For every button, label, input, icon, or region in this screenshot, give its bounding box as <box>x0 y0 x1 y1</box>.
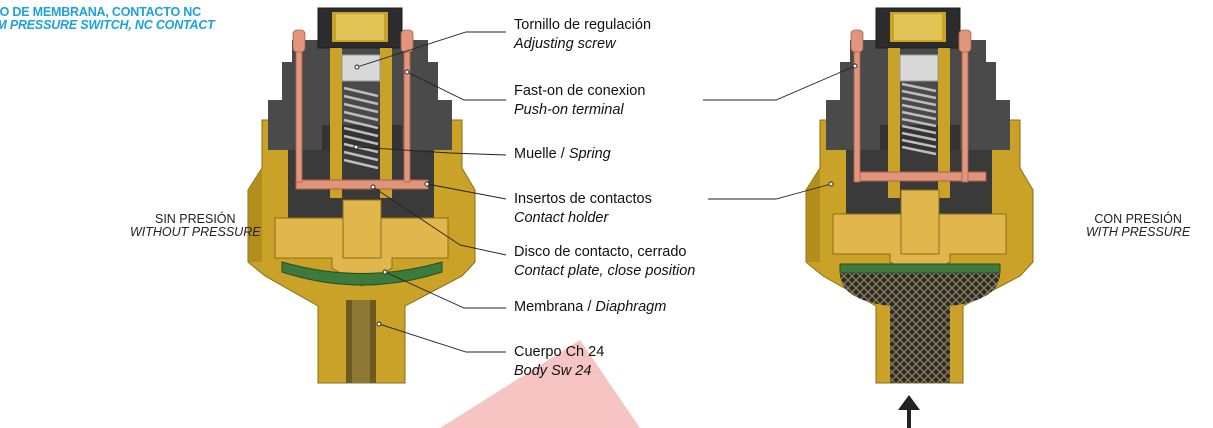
left-switch <box>247 7 476 384</box>
callout-push-on-terminal: Fast-on de conexion Push-on terminal <box>514 82 645 120</box>
left-state-en: WITHOUT PRESSURE <box>130 225 261 239</box>
callout-en: Contact plate, close position <box>514 263 696 279</box>
right-diaphragm <box>839 263 1001 274</box>
callout-adjusting-screw: Tornillo de regulación Adjusting screw <box>514 16 651 54</box>
right-adjusting-screw <box>899 54 939 82</box>
left-state-label: SIN PRESIÓN WITHOUT PRESSURE <box>130 213 261 239</box>
right-state-es: CON PRESIÓN <box>1094 212 1182 226</box>
callout-es: Insertos de contactos <box>514 191 652 207</box>
callout-es: Tornillo de regulación <box>514 17 652 33</box>
right-terminal-b <box>961 47 969 183</box>
left-adjusting-screw <box>341 54 381 82</box>
callout-en: Body Sw 24 <box>514 363 592 379</box>
callout-body: Cuerpo Ch 24 Body Sw 24 <box>514 343 604 381</box>
callout-en: Push-on terminal <box>514 102 624 118</box>
diagram-title: TATO DE MEMBRANA, CONTACTO NC AGM PRESSU… <box>0 6 215 32</box>
callout-en: Spring <box>568 146 611 162</box>
pressure-arrow-icon <box>898 395 920 428</box>
callout-es: Fast-on de conexion <box>514 83 646 99</box>
callout-es: Muelle / <box>514 146 569 162</box>
leader-lines <box>353 31 858 353</box>
callout-diaphragm: Membrana / Diaphragm <box>514 298 666 317</box>
right-spring <box>901 82 937 156</box>
left-spring <box>343 86 379 170</box>
watermark-shape <box>440 340 640 428</box>
title-line-en: AGM PRESSURE SWITCH, NC CONTACT <box>0 18 215 32</box>
callout-es: Disco de contacto, cerrado <box>514 244 687 260</box>
callout-contact-holder: Insertos de contactos Contact holder <box>514 190 652 228</box>
left-diaphragm <box>281 261 443 286</box>
callout-es: Cuerpo Ch 24 <box>514 344 605 360</box>
callout-contact-plate: Disco de contacto, cerrado Contact plate… <box>514 243 695 281</box>
left-terminal-a <box>295 47 303 183</box>
callout-en: Contact holder <box>514 210 609 226</box>
callout-en: Adjusting screw <box>514 36 616 52</box>
left-terminal-b <box>403 47 411 183</box>
right-state-label: CON PRESIÓN WITH PRESSURE <box>1086 213 1190 239</box>
right-state-en: WITH PRESSURE <box>1086 225 1191 239</box>
callout-es: Membrana / <box>514 299 596 315</box>
callout-en: Diaphragm <box>595 299 667 315</box>
left-state-es: SIN PRESIÓN <box>154 212 236 226</box>
callout-spring: Muelle / Spring <box>514 145 611 164</box>
title-line-es: TATO DE MEMBRANA, CONTACTO NC <box>0 5 201 19</box>
right-switch <box>805 7 1034 428</box>
